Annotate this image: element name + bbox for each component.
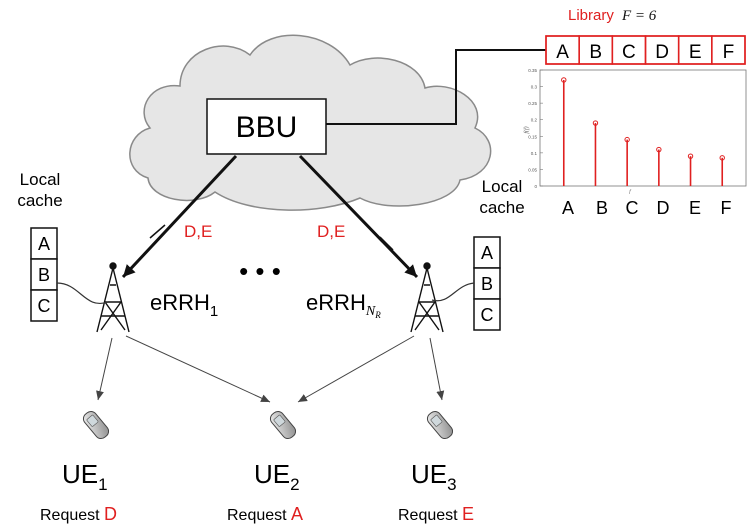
ue3-base: UE: [411, 459, 447, 489]
ellipsis-dots: • • •: [239, 256, 281, 286]
ue1-label: UE1: [62, 459, 108, 494]
chart-category-label: B: [596, 198, 608, 218]
fronthaul-arrow-right: [298, 154, 419, 279]
errh-label-right: eRRHNR: [306, 290, 381, 320]
access-arrow-l2: [125, 335, 271, 403]
chart-ytick-label: 0.05: [528, 167, 537, 172]
errh-left-sub: 1: [210, 303, 218, 320]
ue3-sub: 3: [447, 475, 456, 494]
chart-ytick-label: 0.1: [531, 151, 538, 156]
ue1-request-prefix: Request: [40, 507, 100, 524]
phone-icon-ue1: [82, 410, 110, 440]
errh-right-sub-sub: R: [374, 310, 381, 320]
chart-stem-marker: [719, 155, 725, 161]
library-item-label: E: [689, 42, 702, 63]
chart-ytick-label: 0: [534, 184, 537, 189]
cache-slot: [30, 289, 58, 322]
phone-icon-ue2: [269, 410, 297, 440]
bbu-label: BBU: [236, 111, 298, 144]
cache-item-label: C: [481, 305, 494, 325]
chart-ytick-label: 0.25: [528, 101, 537, 106]
cache-label-left-line2: cache: [17, 191, 62, 210]
chart-ytick-label: 0.2: [531, 118, 538, 123]
library-item-label: A: [556, 42, 569, 63]
library-item-label: B: [589, 42, 602, 63]
phone-icon-ue3: [426, 410, 454, 440]
fronthaul-arrow-left: [121, 154, 238, 279]
access-arrow-r2: [429, 337, 445, 401]
ue2-base: UE: [254, 459, 290, 489]
popularity-chart: 0 0.05 0.1 0.15 0.2 0.25 0.3 0.35 f(f) f: [523, 68, 747, 195]
ue3-request-item: E: [462, 504, 474, 524]
chart-stem-marker: [624, 136, 630, 143]
cache-item-label: A: [38, 234, 50, 254]
ue2-sub: 2: [290, 475, 299, 494]
cache-stack-right: ABC: [473, 236, 501, 331]
chart-category-label: A: [562, 198, 574, 218]
library-item-label: F: [723, 42, 735, 63]
library-cell: [711, 35, 746, 65]
cache-link-left: [56, 282, 109, 305]
fronthaul-tick-right: [379, 236, 394, 251]
chart-ylabel: f(f): [523, 126, 530, 133]
chart-category-label: C: [626, 198, 639, 218]
chart-category-label: D: [657, 198, 670, 218]
ue3-request-prefix: Request: [398, 507, 458, 524]
ue2-request: Request A: [227, 504, 303, 524]
link-label-left: D,E: [184, 222, 212, 241]
fronthaul-tick-left: [149, 224, 166, 239]
cache-stack-left: ABC: [30, 227, 58, 322]
cache-item-label: B: [481, 274, 493, 294]
chart-ytick-label: 0.35: [528, 68, 537, 73]
errh-label-left: eRRH1: [150, 290, 218, 320]
bbu-library-link: [326, 49, 546, 125]
cache-item-label: A: [481, 243, 493, 263]
link-label-right: D,E: [317, 222, 345, 241]
chart-ytick-label: 0.15: [528, 134, 537, 139]
errh-right-sub: N: [365, 304, 376, 319]
cache-slot: [30, 258, 58, 291]
ue2-request-item: A: [291, 504, 303, 524]
chart-xlabel: f: [629, 190, 631, 195]
chart-ytick-label: 0.3: [531, 85, 538, 90]
errh-left-base: eRRH: [150, 290, 210, 315]
chart-frame: [539, 69, 747, 187]
ue1-base: UE: [62, 459, 98, 489]
errh-right-base: eRRH: [306, 290, 366, 315]
library-param: F = 6: [621, 8, 657, 24]
ue1-sub: 1: [98, 475, 107, 494]
chart-stem-marker: [687, 153, 694, 159]
chart-stem-marker: [592, 120, 599, 126]
ue1-request: Request D: [40, 504, 117, 524]
cache-label-right-line1: Local: [482, 177, 523, 196]
cache-item-label: B: [38, 265, 50, 285]
chart-stem-marker: [561, 77, 567, 83]
cache-label-left-line1: Local: [20, 170, 61, 189]
bbu-box: [206, 98, 327, 155]
library-item-label: D: [655, 42, 669, 63]
ue3-request: Request E: [398, 504, 474, 524]
chart-stem-marker: [656, 146, 662, 153]
cache-slot: [473, 298, 501, 331]
ue2-request-prefix: Request: [227, 507, 287, 524]
access-arrow-r1: [297, 335, 415, 403]
library-title: Library: [568, 7, 614, 24]
ue3-label: UE3: [411, 459, 457, 494]
library-item-label: C: [622, 42, 636, 63]
ue2-label: UE2: [254, 459, 300, 494]
tower-icon-right: [410, 262, 444, 333]
chart-category-label: F: [721, 198, 732, 218]
access-arrow-l1: [96, 337, 113, 401]
chart-category-label: E: [689, 198, 701, 218]
cache-label-right-line2: cache: [479, 198, 524, 217]
cache-link-right: [431, 282, 475, 302]
tower-icon-left: [96, 262, 130, 333]
ue1-request-item: D: [104, 504, 117, 524]
cache-item-label: C: [38, 296, 51, 316]
